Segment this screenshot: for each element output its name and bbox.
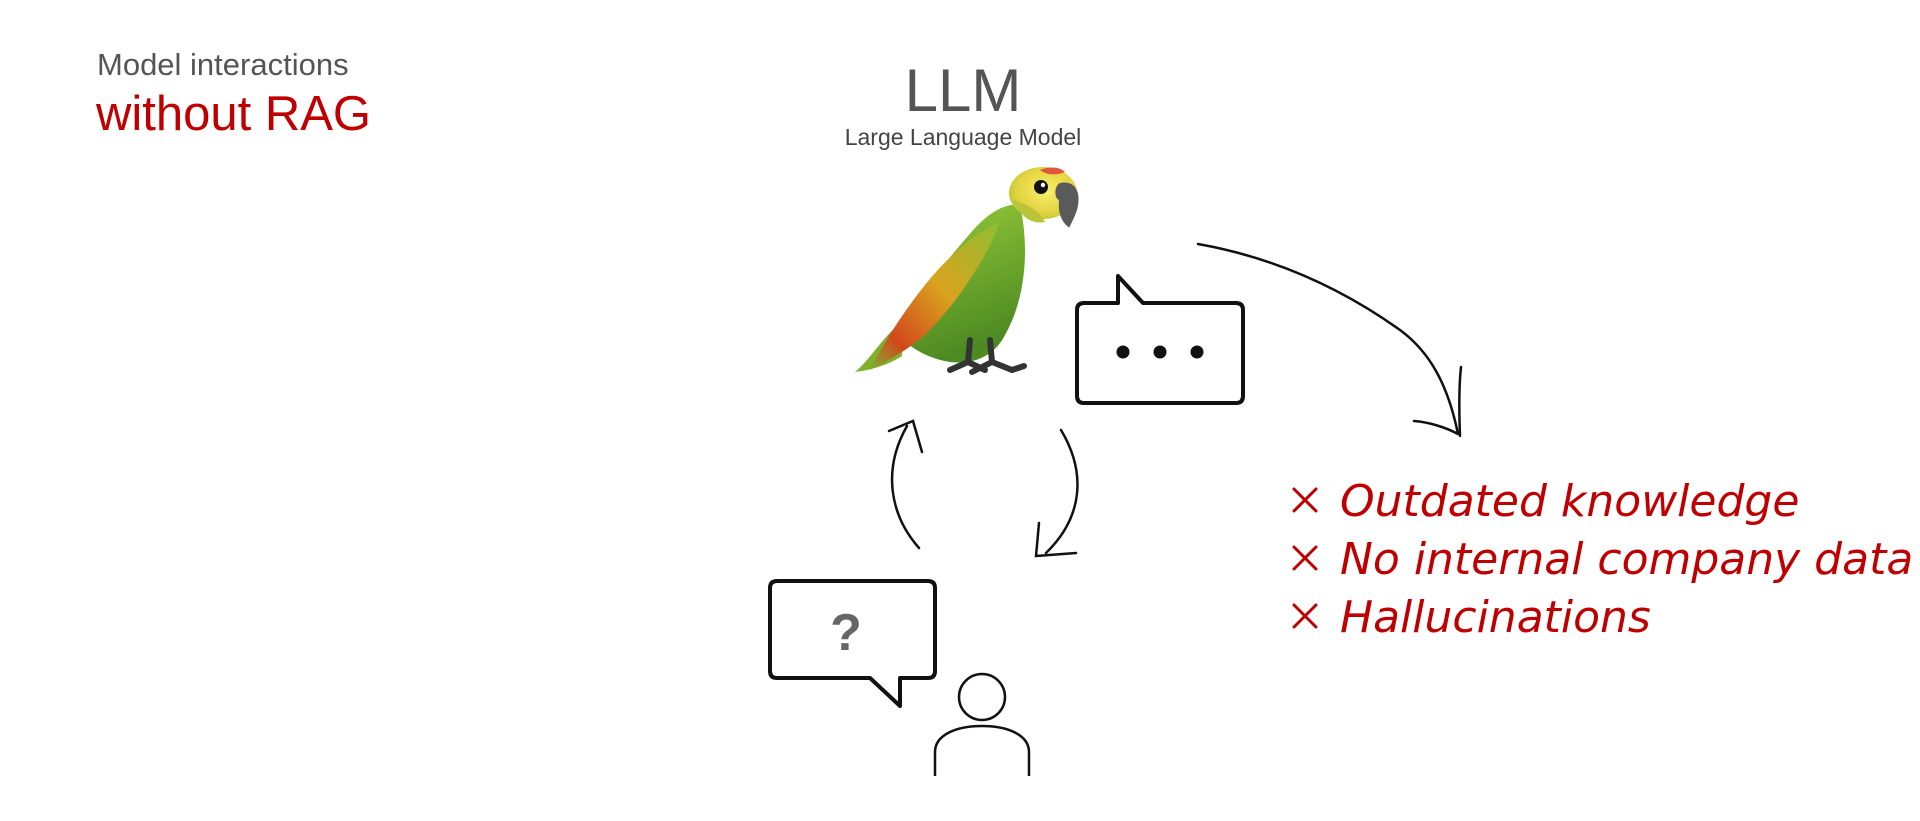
limitation-item: Hallucinations — [1292, 592, 1651, 643]
limitations-list: Outdated knowledge No internal company d… — [1292, 476, 1913, 643]
heading-subtitle: Model interactions — [97, 47, 349, 82]
arrow-user-to-llm — [887, 419, 924, 550]
parrot-icon — [855, 167, 1079, 375]
speech-bubble-question-icon: ? — [768, 579, 937, 708]
limitation-text: Hallucinations — [1340, 592, 1651, 643]
limitation-item: Outdated knowledge — [1292, 476, 1799, 527]
llm-subtitle: Large Language Model — [844, 124, 1082, 150]
cross-icon — [1292, 603, 1318, 629]
cross-icon — [1292, 487, 1318, 513]
limitation-item: No internal company data — [1292, 534, 1913, 585]
question-mark: ? — [830, 604, 862, 662]
cross-icon — [1292, 545, 1318, 571]
heading-title: without RAG — [96, 87, 372, 141]
arrow-llm-to-user — [1034, 428, 1079, 558]
limitation-text: No internal company data — [1340, 534, 1913, 585]
llm-title: LLM — [904, 57, 1022, 124]
limitation-text: Outdated knowledge — [1340, 476, 1799, 527]
user-icon — [933, 672, 1031, 776]
speech-bubble-ellipsis-icon — [1075, 274, 1245, 405]
curved-arrow-to-limitations — [1196, 242, 1463, 438]
